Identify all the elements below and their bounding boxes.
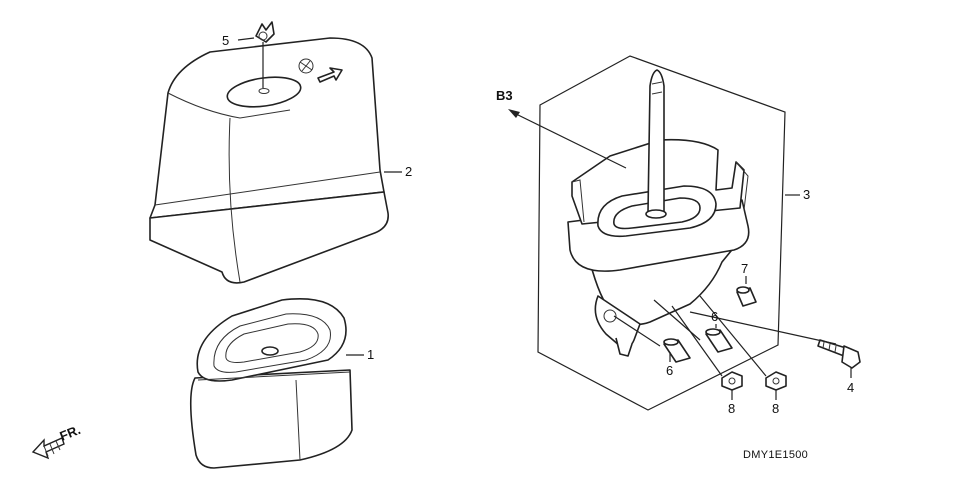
b3-label: B3 (496, 88, 513, 103)
wing-nut (255, 21, 275, 88)
callout-4: 4 (847, 380, 854, 395)
callout-6-lower: 6 (666, 363, 673, 378)
flange-nut-left (721, 371, 743, 391)
b3-reference-arrow (508, 109, 627, 169)
callout-8-left: 8 (728, 401, 735, 416)
callout-6-upper: 6 (711, 309, 718, 324)
collar-6-upper (705, 328, 733, 353)
elbow-assembly-box (537, 55, 786, 411)
flange-nut-right (765, 371, 787, 391)
callout-2: 2 (405, 164, 412, 179)
callout-1: 1 (367, 347, 374, 362)
collar-7 (736, 286, 757, 307)
callout-3: 3 (803, 187, 810, 202)
drawing-code: DMY1E1500 (743, 449, 808, 461)
callout-7: 7 (741, 261, 748, 276)
front-arrow-icon (31, 437, 65, 460)
collar-6-lower (663, 338, 691, 363)
leader-lines (237, 37, 852, 400)
air-cleaner-elbow (567, 69, 750, 357)
callout-8-right: 8 (772, 401, 779, 416)
flange-bolt (817, 339, 861, 369)
front-label: FR. (58, 422, 83, 444)
air-filter-element (189, 298, 353, 469)
callout-5: 5 (222, 33, 229, 48)
air-cleaner-cover (149, 37, 389, 284)
